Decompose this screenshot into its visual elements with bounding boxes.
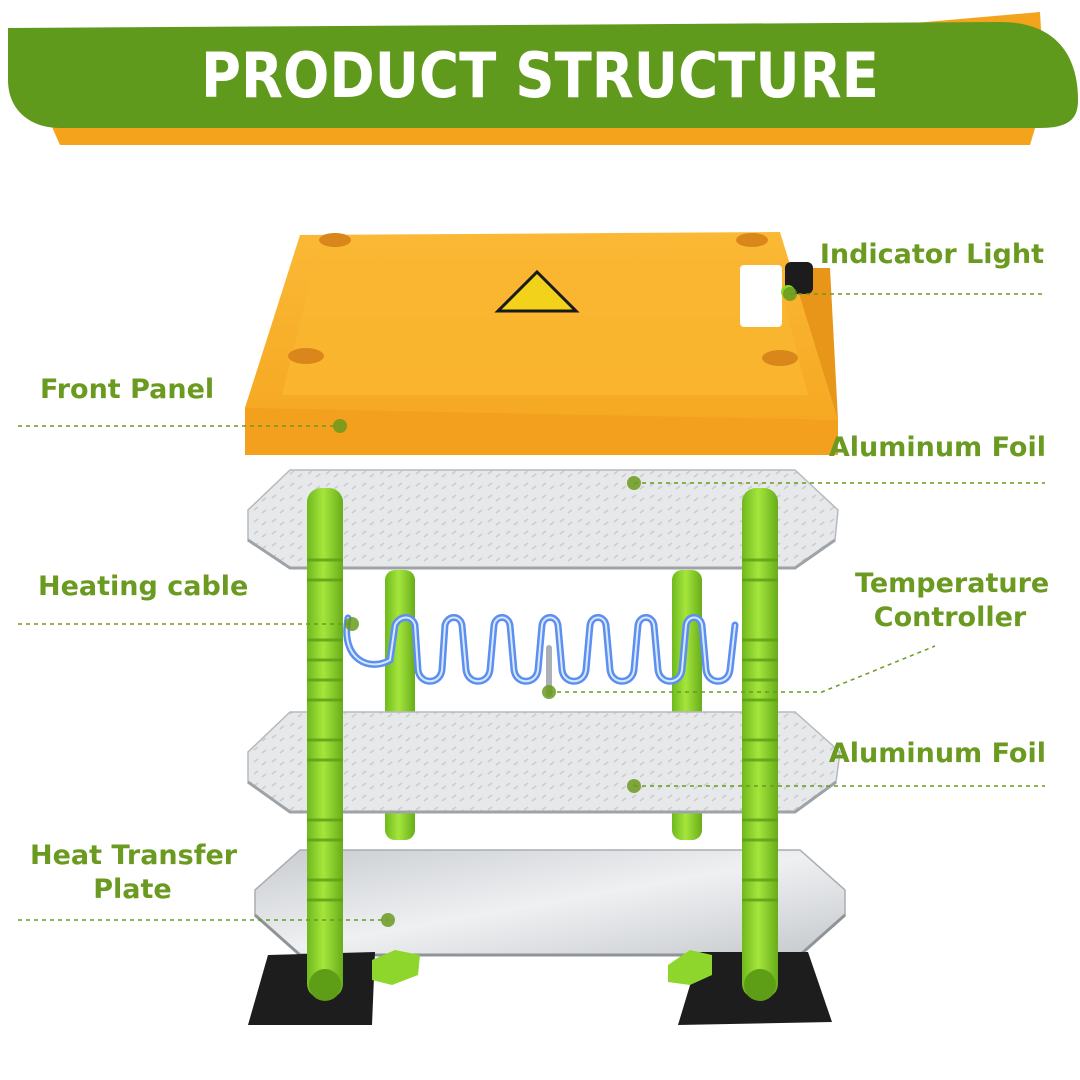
temperature-probe — [546, 645, 552, 697]
front-panel — [245, 232, 838, 455]
panel-hole — [288, 348, 324, 364]
marker-dot — [333, 419, 347, 433]
marker-dot — [627, 779, 641, 793]
indicator-light-housing — [785, 262, 813, 294]
panel-sticker — [740, 265, 782, 327]
label-temperature-controller-line1: Temperature — [855, 568, 1050, 599]
banner-green-band — [8, 22, 1078, 128]
warning-triangle-icon — [494, 269, 580, 313]
label-temperature-controller-line2: Controller — [873, 602, 1027, 633]
leader-temperature-controller — [549, 645, 936, 693]
page-title: PRODUCT STRUCTURE — [201, 39, 879, 112]
label-aluminum-foil-bottom: Aluminum Foil — [828, 738, 1046, 769]
label-aluminum-foil-top: Aluminum Foil — [828, 432, 1046, 463]
marker-dot — [627, 476, 641, 490]
panel-hole — [319, 233, 351, 247]
marker-dot — [542, 685, 556, 699]
label-heat-transfer-plate-line1: Heat Transfer — [30, 840, 238, 871]
clip-left — [372, 950, 420, 985]
clip-right — [668, 950, 712, 985]
front-leg-right — [742, 488, 778, 998]
marker-dot — [783, 287, 797, 301]
label-heat-transfer-plate-line2: Plate — [93, 874, 172, 905]
panel-hole — [736, 233, 768, 247]
label-front-panel: Front Panel — [40, 374, 215, 405]
marker-dot — [381, 913, 395, 927]
front-leg-left — [307, 488, 343, 998]
panel-hole — [762, 350, 798, 366]
title-banner — [8, 12, 1078, 145]
label-indicator-light: Indicator Light — [819, 239, 1044, 270]
marker-dot — [345, 617, 359, 631]
label-heating-cable: Heating cable — [38, 571, 249, 602]
